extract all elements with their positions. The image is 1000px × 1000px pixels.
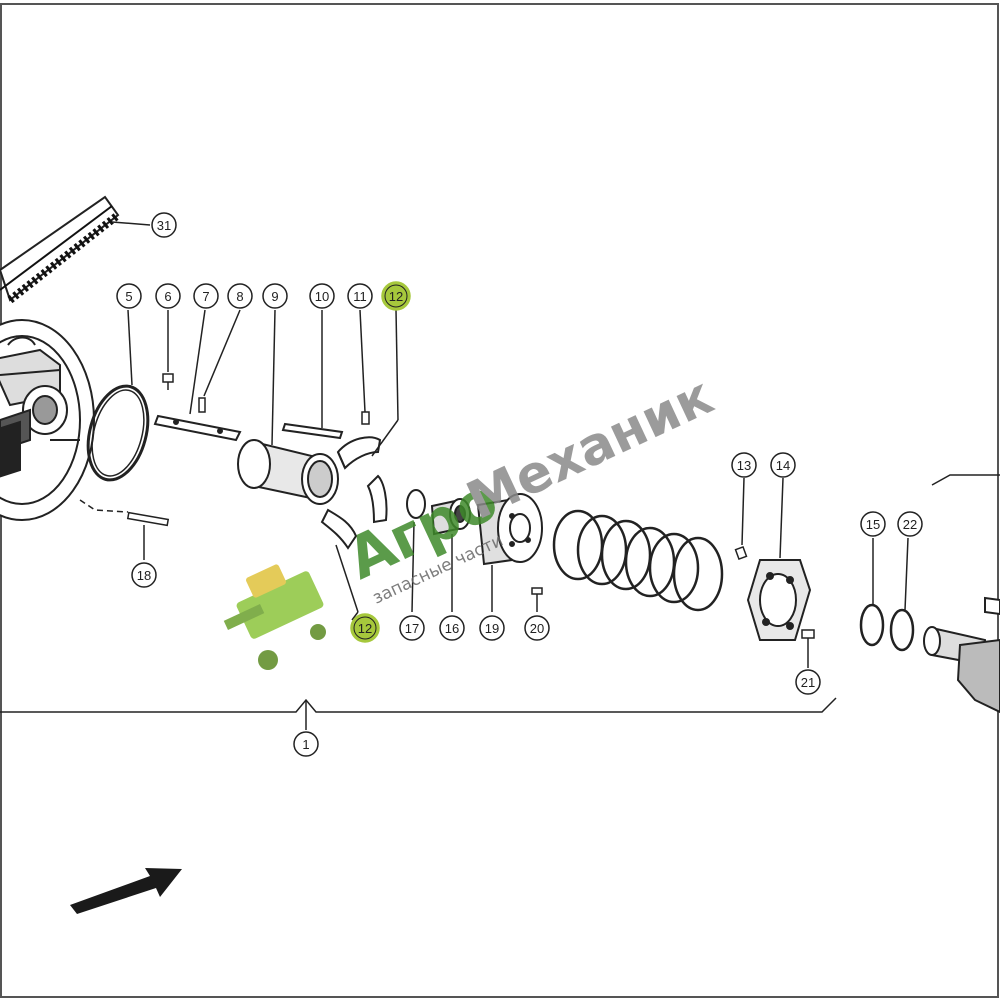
callout-label: 22 bbox=[903, 517, 917, 532]
callout-13: 13 bbox=[731, 452, 757, 478]
assembly-bracket bbox=[0, 697, 837, 730]
callout-label: 12 bbox=[358, 621, 372, 636]
callout-31: 31 bbox=[151, 212, 177, 238]
drive-pulley bbox=[0, 319, 95, 521]
callout-label: 6 bbox=[164, 289, 171, 304]
pin bbox=[198, 309, 241, 413]
callout-6: 6 bbox=[155, 283, 181, 309]
driven-shaft bbox=[923, 474, 1000, 714]
callout-14: 14 bbox=[770, 452, 796, 478]
callout-label: 15 bbox=[866, 517, 880, 532]
callout-12-bottom: 12 bbox=[350, 613, 380, 643]
arrow-icon bbox=[70, 868, 182, 914]
callout-12-top: 12 bbox=[381, 281, 411, 311]
watermark: Агро Механик запасные части bbox=[223, 366, 722, 670]
compression-spring bbox=[552, 509, 724, 612]
callout-1: 1 bbox=[293, 731, 319, 757]
callout-label: 1 bbox=[302, 737, 309, 752]
snap-ring bbox=[406, 489, 426, 613]
drive-belt bbox=[0, 195, 151, 304]
callout-11: 11 bbox=[347, 283, 373, 309]
screw bbox=[162, 310, 174, 390]
sleeve bbox=[430, 498, 471, 612]
dowel-pin bbox=[79, 499, 170, 560]
callout-19: 19 bbox=[479, 615, 505, 641]
bushing bbox=[237, 309, 339, 505]
flange-plate bbox=[746, 477, 812, 641]
callout-label: 7 bbox=[202, 289, 209, 304]
callout-label: 19 bbox=[485, 621, 499, 636]
callout-label: 14 bbox=[776, 458, 790, 473]
seal-rings bbox=[859, 537, 915, 652]
callout-label: 10 bbox=[315, 289, 329, 304]
callout-label: 20 bbox=[530, 621, 544, 636]
callout-label: 8 bbox=[236, 289, 243, 304]
combine-harvester-icon bbox=[223, 564, 326, 670]
set-screw bbox=[734, 477, 748, 561]
callout-label: 13 bbox=[737, 458, 751, 473]
callout-18: 18 bbox=[131, 562, 157, 588]
bolt bbox=[801, 629, 815, 668]
callout-16: 16 bbox=[439, 615, 465, 641]
callout-label: 31 bbox=[157, 218, 171, 233]
callout-label: 12 bbox=[389, 289, 403, 304]
callout-label: 11 bbox=[353, 289, 367, 304]
callout-label: 9 bbox=[271, 289, 278, 304]
friction-shoes bbox=[320, 309, 399, 621]
callout-label: 5 bbox=[125, 289, 132, 304]
callout-label: 21 bbox=[801, 675, 815, 690]
callout-label: 17 bbox=[405, 621, 419, 636]
callout-7: 7 bbox=[193, 283, 219, 309]
callout-17: 17 bbox=[399, 615, 425, 641]
callout-10: 10 bbox=[309, 283, 335, 309]
callout-20: 20 bbox=[524, 615, 550, 641]
key-strip bbox=[281, 310, 344, 440]
brand-suffix: Механик bbox=[458, 366, 722, 532]
callout-21: 21 bbox=[795, 669, 821, 695]
clutch-hub bbox=[476, 493, 543, 612]
small-bolt bbox=[531, 587, 543, 612]
spring-pin bbox=[359, 309, 370, 425]
callout-22: 22 bbox=[897, 511, 923, 537]
callout-label: 18 bbox=[137, 568, 151, 583]
callout-9: 9 bbox=[262, 283, 288, 309]
callouts: 31 5 6 7 8 9 10 11 bbox=[116, 212, 923, 757]
callout-15: 15 bbox=[860, 511, 886, 537]
o-ring bbox=[86, 309, 150, 482]
key-plate bbox=[153, 309, 242, 442]
callout-5: 5 bbox=[116, 283, 142, 309]
callout-label: 16 bbox=[445, 621, 459, 636]
callout-8: 8 bbox=[227, 283, 253, 309]
